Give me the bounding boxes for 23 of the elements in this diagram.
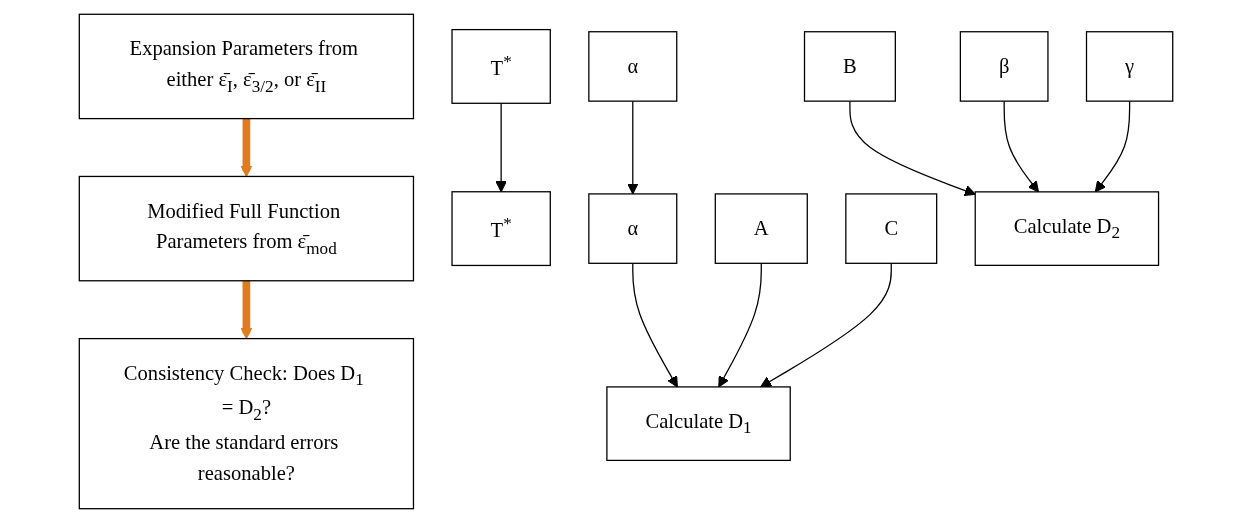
- node-box: β: [960, 31, 1050, 102]
- arrow: [241, 280, 253, 340]
- arrow: [632, 262, 679, 388]
- node-box: α: [588, 31, 678, 102]
- node-box: Consistency Check: Does D$_{1}$ = D$_{2}$? Are the standard errors reasonable?: [79, 337, 415, 510]
- node-box: Calculate D$_{2}$: [975, 191, 1160, 266]
- node-box: γ: [1086, 31, 1174, 102]
- arrow: [241, 118, 253, 177]
- arrow: [718, 262, 763, 388]
- node-box: T$^{*}$: [451, 28, 552, 104]
- node-box: A: [715, 193, 809, 264]
- node-box: Modified Full Function Parameters from ε̄$_{mod}$: [79, 175, 415, 282]
- node-box: C: [845, 193, 938, 264]
- arrow: [1095, 100, 1131, 193]
- node-box: α: [588, 193, 678, 264]
- node-box: Calculate D$_{1}$: [606, 386, 792, 462]
- arrow: [496, 102, 508, 193]
- node-box: Expansion Parameters from either ε̄$_{I}$, ε̄$_{3/2}$, or ε̄$_{II}$: [79, 13, 415, 120]
- arrow: [1004, 100, 1040, 193]
- node-box: B: [804, 31, 897, 102]
- arrow: [760, 262, 893, 388]
- node-box: T$^{*}$: [451, 191, 552, 267]
- arrow: [627, 100, 639, 195]
